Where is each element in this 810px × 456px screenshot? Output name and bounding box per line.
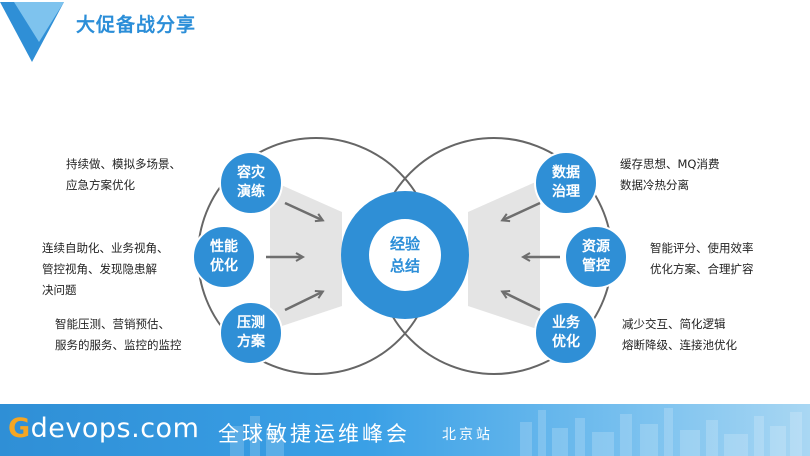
node-label-drill: 容灾 演练 <box>237 165 265 200</box>
center-inner <box>369 219 441 291</box>
node-data <box>534 151 598 215</box>
node-label-stress: 压测 方案 <box>237 315 265 350</box>
arrow-business <box>503 292 541 312</box>
node-stress <box>219 301 283 365</box>
note-perf: 连续自助化、业务视角、 管控视角、发现隐患解 决问题 <box>42 241 169 297</box>
node-label-business: 业务 优化 <box>552 315 580 350</box>
node-business <box>534 301 598 365</box>
footer-banner: Gdevops.com 全球敏捷运维峰会 北京站 <box>0 404 810 456</box>
right-shade <box>468 180 540 330</box>
note-drill: 持续做、模拟多场景、 应急方案优化 <box>66 157 181 192</box>
city-skyline-icon <box>230 408 802 456</box>
note-data: 缓存思想、MQ消费 数据冷热分离 <box>620 157 720 192</box>
node-perf <box>192 225 256 289</box>
brand-g: G <box>8 413 31 444</box>
arrow-data <box>503 201 541 220</box>
note-business: 减少交互、简化逻辑 熔断降级、连接池优化 <box>622 317 737 352</box>
note-resource: 智能评分、使用效率 优化方案、合理扩容 <box>650 241 754 276</box>
node-label-data: 数据 治理 <box>552 165 580 200</box>
left-shade <box>270 180 342 330</box>
center-label: 经验 总结 <box>389 235 420 275</box>
corner-logo-icon <box>0 2 64 62</box>
node-label-resource: 资源 管控 <box>582 239 610 274</box>
node-label-perf: 性能 优化 <box>210 239 238 274</box>
brand-domain: devops.com <box>30 413 200 444</box>
brand-logo: Gdevops.com <box>8 413 199 444</box>
page-title: 大促备战分享 <box>76 14 197 36</box>
note-stress: 智能压测、营销预估、 服务的服务、监控的监控 <box>55 317 182 352</box>
node-drill <box>219 151 283 215</box>
arrow-stress <box>284 292 322 312</box>
summit-name: 全球敏捷运维峰会 <box>218 422 410 446</box>
node-resource <box>564 225 628 289</box>
summit-city: 北京站 <box>442 427 493 443</box>
arrow-drill <box>284 201 322 220</box>
